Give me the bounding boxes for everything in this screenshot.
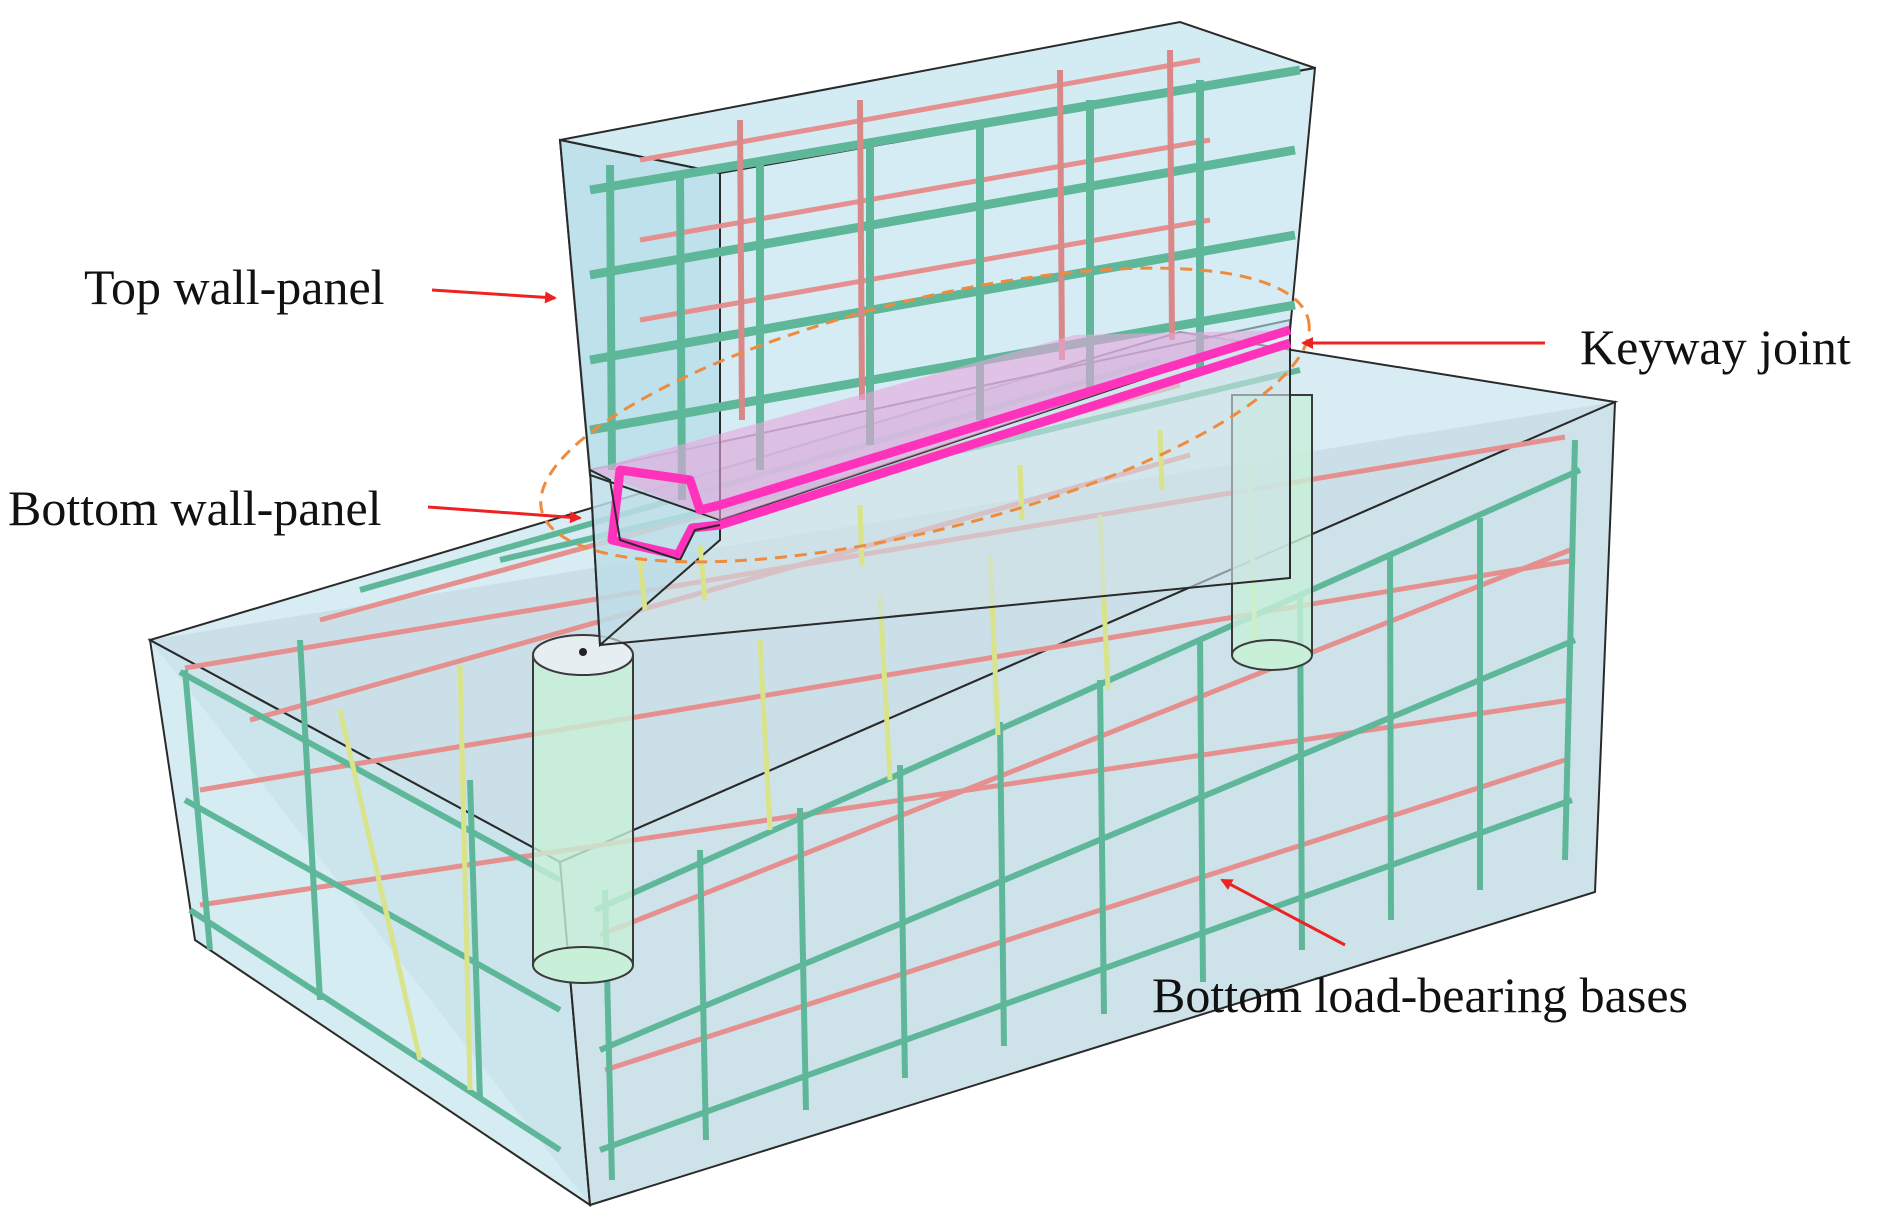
callout-arrows	[427, 288, 1545, 947]
base-yellow-rebars	[337, 469, 1258, 1091]
arrow-bottom-wall-panel	[427, 505, 582, 524]
label-top-wall-panel: Top wall-panel	[84, 259, 385, 315]
keyway-joint-profile	[607, 325, 1292, 560]
arrow-top-wall-panel	[431, 288, 557, 304]
wall-green-rebars	[589, 65, 1301, 435]
wall-red-rebars	[639, 57, 1211, 323]
duct-cylinder-left	[532, 634, 634, 984]
wall-vertical-red-rebars	[737, 49, 1175, 421]
base-green-rebars	[178, 357, 1582, 1181]
keyway-joint-profile-edge	[589, 469, 721, 562]
label-bottom-wall-panel: Bottom wall-panel	[8, 480, 382, 536]
label-keyway-joint: Keyway joint	[1580, 319, 1851, 375]
keyway-joint-highlight-outline	[539, 266, 1311, 564]
keyway-joint-band	[590, 330, 1290, 520]
top-wall-panel	[558, 20, 1317, 648]
arrow-bottom-base	[1220, 878, 1346, 947]
label-bottom-load-bearing-bases: Bottom load-bearing bases	[1152, 967, 1688, 1023]
bottom-panel-rebars	[637, 429, 1165, 611]
